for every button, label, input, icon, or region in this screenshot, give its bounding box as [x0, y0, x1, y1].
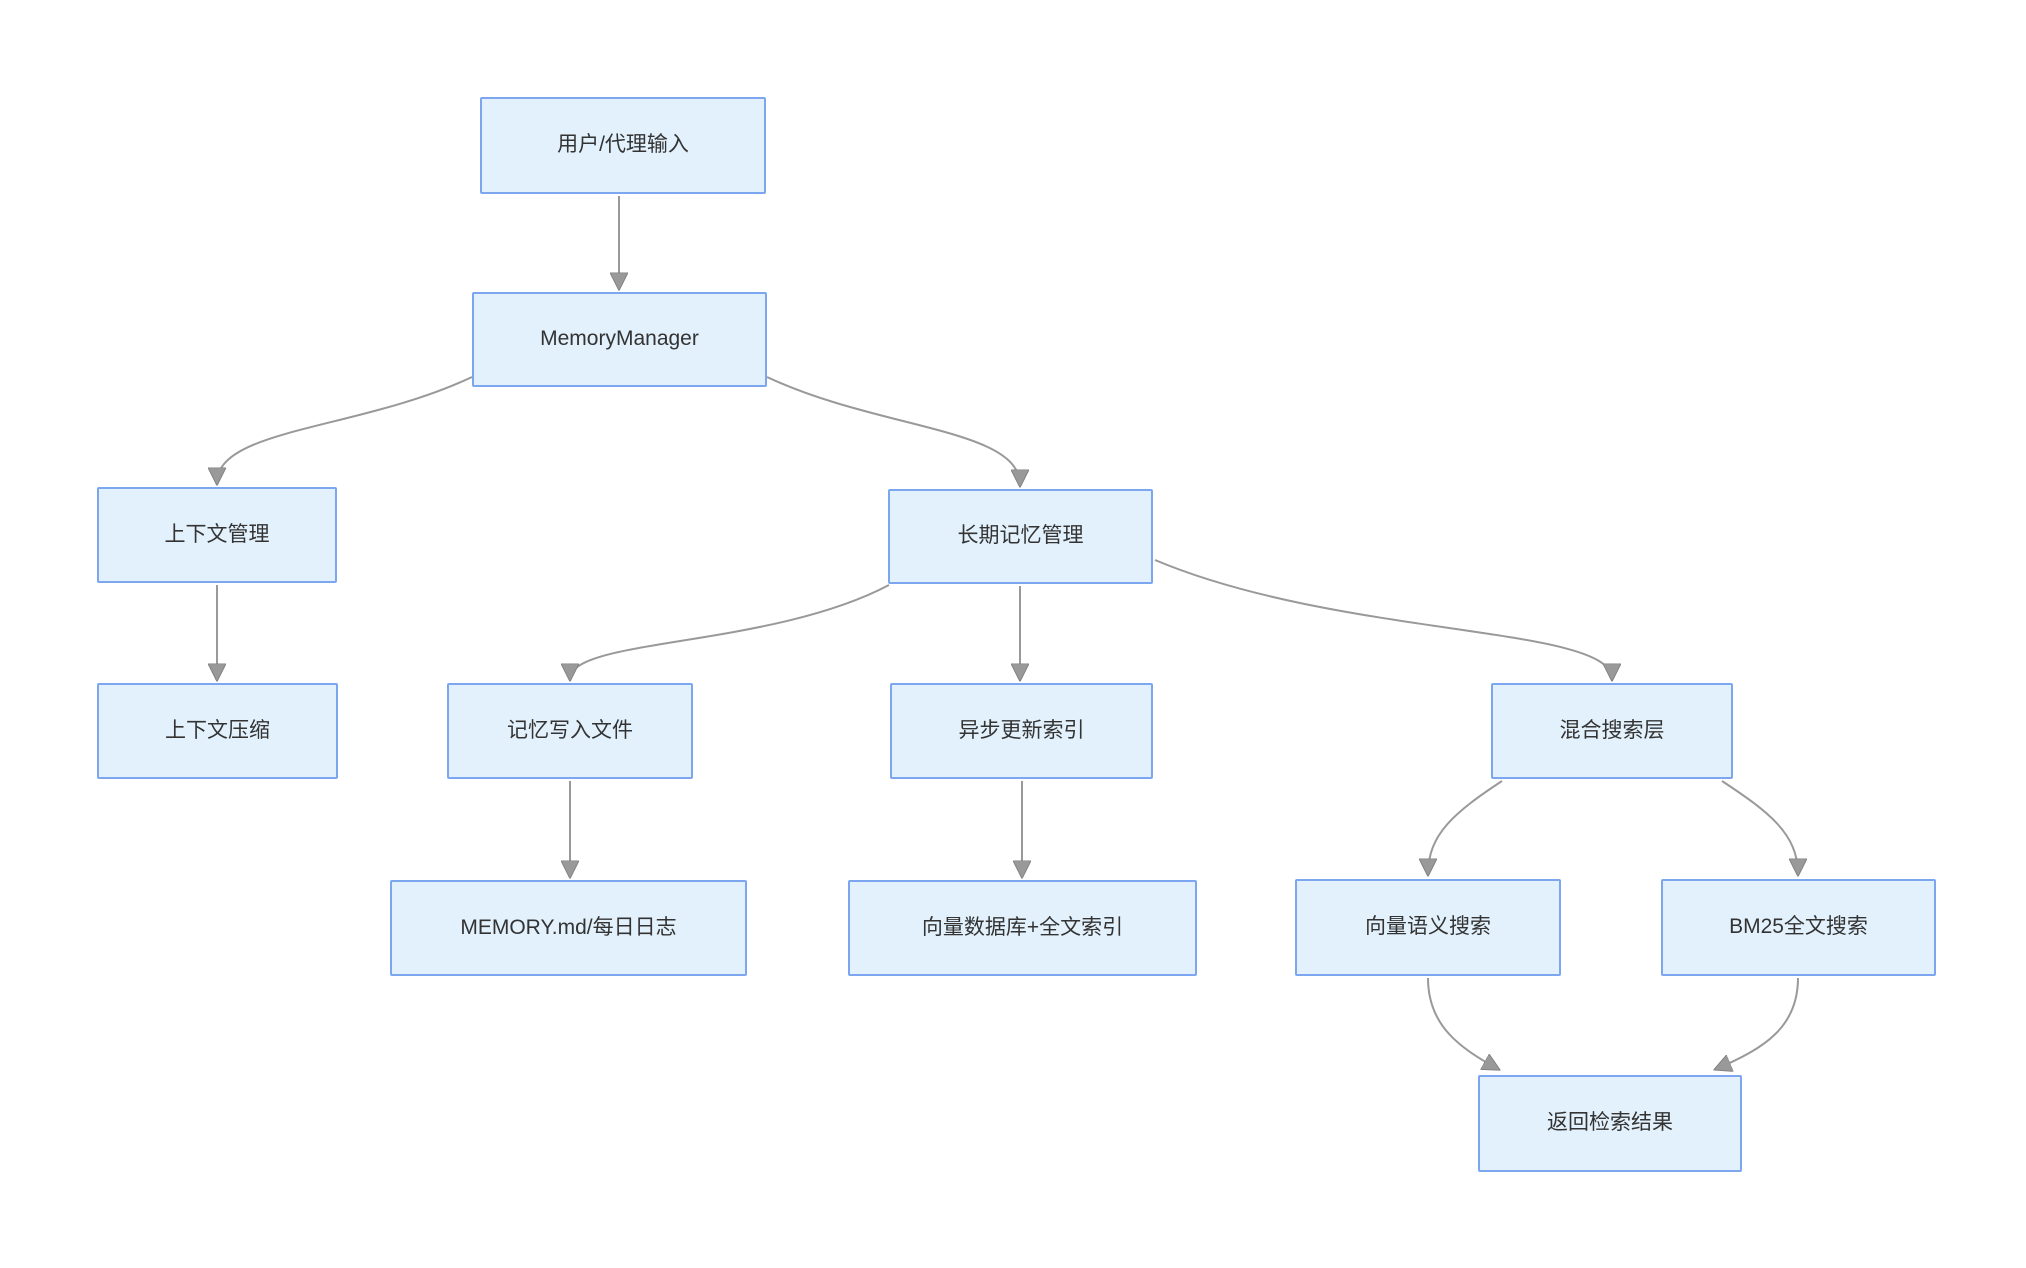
node-context-management: 上下文管理	[97, 487, 337, 583]
node-vector-db-fulltext-index: 向量数据库+全文索引	[848, 880, 1197, 976]
node-return-search-results: 返回检索结果	[1478, 1075, 1742, 1172]
edge-hybrid-vsearch	[1428, 780, 1503, 874]
edge-hybrid-bm25	[1721, 780, 1798, 874]
edge-manager-context	[217, 376, 473, 483]
edge-longterm-write	[570, 584, 890, 679]
node-hybrid-search-layer: 混合搜索层	[1491, 683, 1733, 779]
node-vector-semantic-search: 向量语义搜索	[1295, 879, 1561, 976]
node-context-compression: 上下文压缩	[97, 683, 338, 779]
edge-manager-longterm	[766, 376, 1020, 485]
node-bm25-fulltext-search: BM25全文搜索	[1661, 879, 1936, 976]
edge-longterm-hybrid	[1154, 559, 1612, 679]
node-memory-write-file: 记忆写入文件	[447, 683, 693, 779]
node-memory-md-daily-log: MEMORY.md/每日日志	[390, 880, 747, 976]
node-long-term-memory: 长期记忆管理	[888, 489, 1153, 584]
node-memory-manager: MemoryManager	[472, 292, 767, 387]
node-user-agent-input: 用户/代理输入	[480, 97, 766, 194]
edge-vsearch-result	[1427, 977, 1498, 1069]
edge-bm25-result	[1716, 977, 1799, 1069]
node-async-index-update: 异步更新索引	[890, 683, 1153, 779]
